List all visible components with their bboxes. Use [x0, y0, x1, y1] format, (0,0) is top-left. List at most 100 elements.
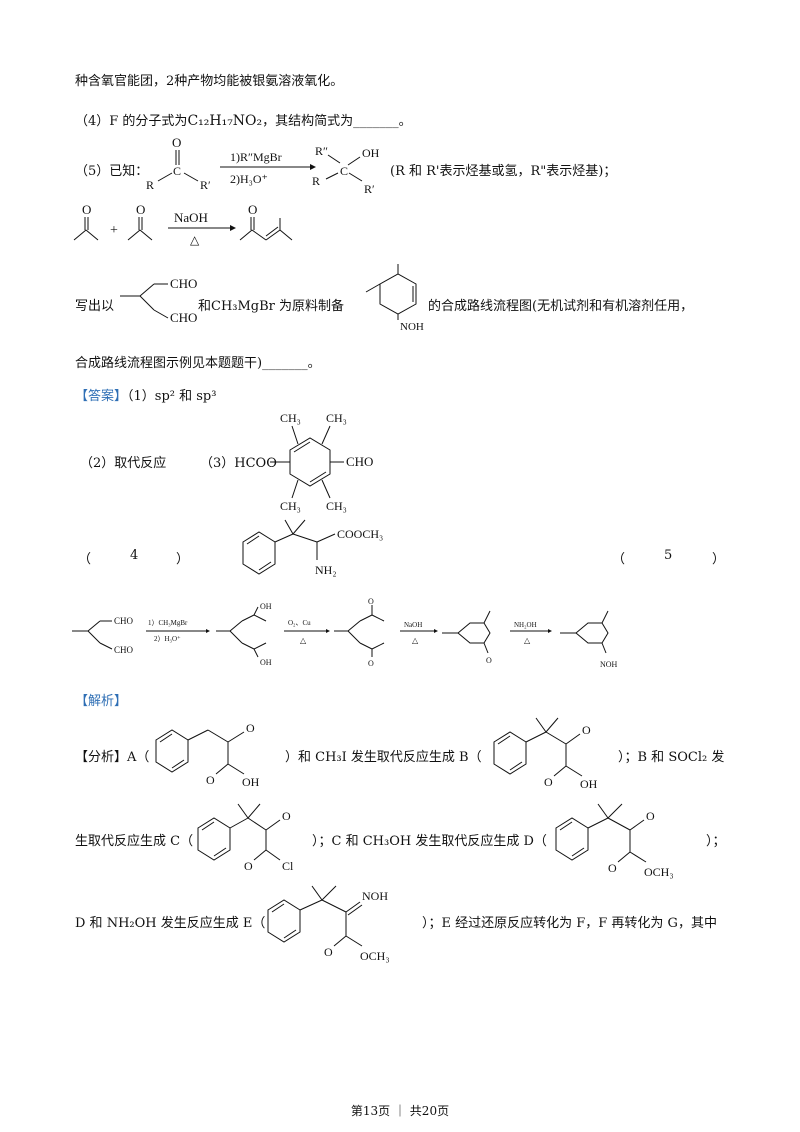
svg-text:COOCH₃: COOCH₃: [337, 527, 383, 541]
answer-5-close: ）: [712, 552, 726, 567]
write-prefix: 写出以: [75, 299, 115, 314]
svg-text:2)H₃O⁺: 2)H₃O⁺: [230, 172, 268, 186]
svg-text:O: O: [244, 859, 253, 873]
answer-tag: 【答案】: [75, 389, 128, 404]
compound-b-structure: O O OH: [493, 717, 598, 791]
svg-text:OCH₃: OCH₃: [644, 865, 674, 879]
svg-text:O: O: [324, 945, 333, 959]
q5-prefix: （5）已知：: [75, 164, 149, 179]
answer-2: （2）取代反应: [80, 456, 167, 471]
svg-text:O: O: [282, 809, 291, 823]
flow-note: 合成路线流程图示例见本题题干)_______。: [75, 356, 321, 371]
answer-4-close: ）: [176, 552, 190, 567]
svg-text:OH: OH: [242, 775, 260, 789]
svg-text:OH: OH: [580, 777, 598, 791]
fx-a-prefix: 【分析】A（: [75, 750, 150, 765]
svg-text:O: O: [172, 135, 181, 150]
svg-text:CH₃: CH₃: [280, 499, 301, 513]
answer-1: （1）sp² 和 sp³: [127, 389, 217, 404]
svg-text:O: O: [646, 809, 655, 823]
svg-text:O: O: [486, 656, 492, 665]
svg-text:O: O: [248, 202, 257, 217]
svg-text:1）CH₃MgBr: 1）CH₃MgBr: [148, 619, 188, 627]
svg-text:O: O: [368, 597, 374, 606]
q4-prefix: （4）F 的分子式为: [75, 114, 188, 129]
svg-text:CHO: CHO: [170, 310, 197, 325]
svg-text:OH: OH: [260, 602, 272, 611]
svg-text:NH₂OH: NH₂OH: [514, 621, 537, 629]
svg-text:CH₃: CH₃: [280, 411, 301, 425]
analysis-tag: 【解析】: [75, 694, 128, 709]
svg-text:CHO: CHO: [114, 616, 134, 626]
target-oxime-structure: NOH: [365, 264, 424, 333]
question-4: （4）F 的分子式为C₁₂H₁₇NO₂，其结构简式为_______。: [75, 110, 412, 129]
svg-text:1)R″MgBr: 1)R″MgBr: [230, 150, 282, 164]
answer-4-open: （: [78, 552, 92, 567]
q4-formula: C₁₂H₁₇NO₂: [187, 113, 263, 129]
svg-text:CHO: CHO: [170, 276, 197, 291]
svg-text:O: O: [608, 861, 617, 875]
answer-3-structure: CHO CH₃ CH₃ CH₃ CH₃: [270, 411, 373, 513]
svg-text:△: △: [412, 636, 419, 645]
compound-e-structure: NOH O OCH₃: [267, 885, 390, 963]
svg-text:OH: OH: [362, 146, 380, 160]
svg-text:R″: R″: [315, 144, 328, 158]
fx-c-suffix: ）；C 和 CH₃OH 发生取代反应生成 D（: [312, 834, 547, 849]
answer-5-route: CHO CHO 1）CH₃MgBr 2）H₃O⁺ OH OH O₂、Cu △ O…: [72, 597, 618, 669]
svg-text:OCH₃: OCH₃: [360, 949, 390, 963]
svg-text:O: O: [82, 202, 91, 217]
svg-text:△: △: [300, 636, 307, 645]
svg-text:CH₃: CH₃: [326, 411, 347, 425]
svg-text:R′: R′: [200, 178, 211, 192]
compound-c-structure: O O Cl: [197, 803, 294, 873]
fx-d-suffix: ）；: [706, 834, 726, 849]
compound-d-structure: O O OCH₃: [555, 803, 674, 879]
dialdehyde-structure: CHO CHO: [120, 276, 197, 325]
answer-4-num: 4: [130, 548, 139, 563]
svg-text:C: C: [173, 164, 181, 178]
svg-text:△: △: [524, 636, 531, 645]
fx-b-suffix: ）；B 和 SOCl₂ 发: [618, 750, 725, 765]
svg-text:△: △: [190, 233, 200, 247]
svg-text:C: C: [340, 164, 348, 178]
svg-text:OH: OH: [260, 658, 272, 667]
svg-text:2）H₃O⁺: 2）H₃O⁺: [154, 635, 181, 643]
svg-text:NH₂: NH₂: [315, 563, 337, 577]
q5-note: (R 和 R'表示烃基或氢，R"表示烃基)；: [390, 164, 617, 179]
svg-text:Cl: Cl: [282, 859, 294, 873]
svg-text:O: O: [544, 775, 553, 789]
svg-text:O₂、Cu: O₂、Cu: [288, 619, 311, 627]
svg-text:R: R: [146, 178, 154, 192]
svg-text:R: R: [312, 174, 320, 188]
q4-suffix: ，其结构简式为_______。: [262, 114, 412, 129]
answer-4-structure: COOCH₃ NH₂: [242, 519, 383, 577]
svg-text:O: O: [206, 773, 215, 787]
svg-text:NaOH: NaOH: [174, 210, 208, 225]
svg-text:NOH: NOH: [400, 321, 424, 333]
known-reaction-1: O C R R′ 1)R″MgBr 2)H₃O⁺ R″ C OH R R′: [146, 135, 380, 196]
svg-text:O: O: [368, 659, 374, 668]
svg-text:NOH: NOH: [362, 889, 388, 903]
text-line-1: 种含氧官能团，2种产物均能被银氨溶液氧化。: [75, 74, 344, 89]
answer-3-label: （3）HCOO: [200, 456, 277, 471]
fx-c-prefix: 生取代反应生成 C（: [75, 834, 194, 849]
fx-e-suffix: ）；E 经过还原反应转化为 F，F 再转化为 G，其中: [422, 916, 717, 931]
page-footer: 第13页 ｜ 共20页: [350, 1104, 450, 1118]
answer-section: 【答案】（1）sp² 和 sp³: [75, 385, 216, 404]
compound-a-structure: O O OH: [155, 721, 260, 789]
answer-5-num: 5: [664, 548, 673, 563]
fx-e-prefix: D 和 NH₂OH 发生反应生成 E（: [75, 916, 266, 931]
answer-5-open: （: [612, 552, 626, 567]
known-reaction-2: O + O NaOH △ O: [73, 202, 293, 247]
svg-text:+: +: [110, 223, 118, 238]
svg-text:CH₃: CH₃: [326, 499, 347, 513]
svg-text:NaOH: NaOH: [404, 621, 422, 629]
svg-text:O: O: [246, 721, 255, 735]
svg-text:R′: R′: [364, 182, 375, 196]
svg-text:NOH: NOH: [600, 660, 618, 669]
svg-text:CHO: CHO: [346, 454, 373, 469]
svg-text:CHO: CHO: [114, 645, 134, 655]
fx-a-suffix: ）和 CH₃I 发生取代反应生成 B（: [285, 750, 482, 765]
svg-text:O: O: [136, 202, 145, 217]
write-mid: 和CH₃MgBr 为原料制备: [198, 299, 345, 314]
